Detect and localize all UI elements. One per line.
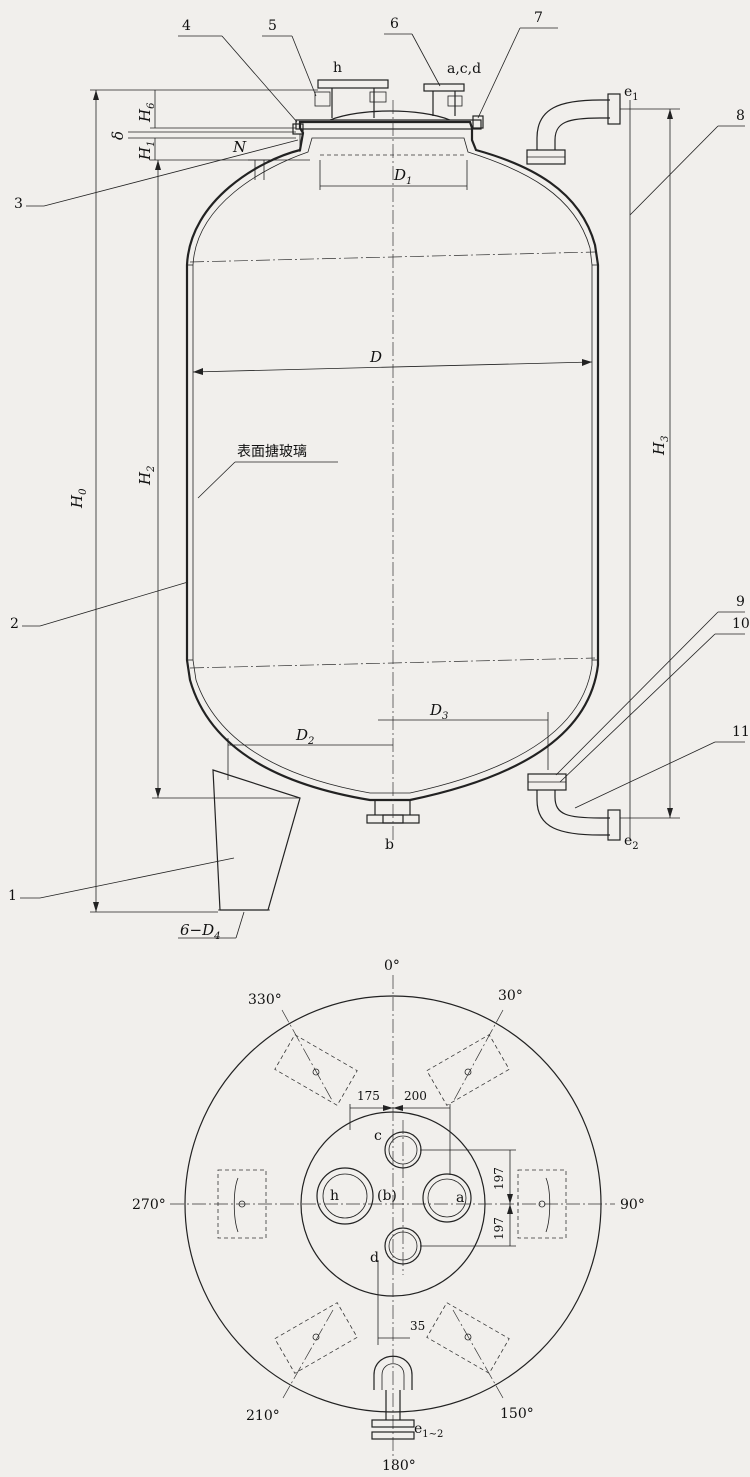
nozzle-label-e2: e — [624, 833, 632, 849]
callout-9: 9 — [736, 594, 745, 610]
angle-150: 150° — [500, 1406, 534, 1422]
plan-dim-200: 200 — [404, 1089, 427, 1103]
plan-label-b: (b) — [377, 1188, 397, 1204]
label-delta: δ — [109, 131, 127, 140]
callout-7: 7 — [534, 10, 543, 26]
label-d4-sub: 4 — [213, 931, 220, 942]
label-d4: 6−D — [180, 921, 214, 939]
support-leg — [212, 769, 301, 911]
jacket-pipe-top — [526, 93, 621, 165]
label-d1: D — [393, 166, 406, 184]
support-lug-330 — [274, 1034, 358, 1106]
svg-text:e2: e2 — [624, 833, 639, 852]
angle-0: 0° — [384, 958, 400, 974]
label-d3-sub: 3 — [442, 711, 448, 722]
jacket-pipe-bottom — [527, 773, 621, 841]
label-h0-sub: 0 — [78, 488, 89, 495]
label-h6-sub: 6 — [146, 102, 157, 109]
support-lug-210 — [274, 1302, 358, 1374]
plan-label-e-sub: 1∼2 — [422, 1429, 443, 1440]
callout-8: 8 — [736, 108, 745, 124]
callout-11: 11 — [732, 724, 750, 740]
label-d1-sub: 1 — [406, 176, 412, 187]
plan-nozzle-h — [316, 1167, 374, 1225]
support-lug-90 — [517, 1169, 567, 1239]
nozzle-h — [314, 79, 389, 118]
plan-label-e: e — [414, 1421, 422, 1437]
svg-text:e1: e1 — [624, 84, 639, 103]
callout-5: 5 — [268, 18, 277, 34]
plan-dim-35: 35 — [410, 1319, 425, 1333]
label-d2: D — [295, 726, 308, 744]
nozzle-label-e2-sub: 2 — [632, 841, 638, 852]
svg-text:D2: D2 — [295, 726, 314, 747]
label-h6: H — [136, 108, 154, 123]
vessel-shell-inner — [192, 137, 593, 794]
label-d2-sub: 2 — [307, 736, 314, 747]
label-h2: H — [136, 471, 154, 486]
plan-dim-197-top: 197 — [492, 1167, 506, 1190]
label-n: N — [232, 138, 247, 156]
nozzle-label-acd: a,c,d — [447, 61, 481, 77]
svg-text:e1∼2: e1∼2 — [414, 1421, 443, 1440]
note-glass-lined: 表面搪玻璃 — [237, 443, 307, 460]
svg-text:D3: D3 — [429, 701, 448, 722]
callout-4: 4 — [182, 18, 191, 34]
svg-text:H1: H1 — [136, 141, 157, 161]
svg-text:D1: D1 — [393, 166, 412, 187]
callout-1: 1 — [8, 888, 17, 904]
nozzle-label-e1: e — [624, 84, 632, 100]
svg-text:H0: H0 — [68, 488, 89, 509]
plan-label-a: a — [456, 1190, 464, 1206]
front-view: D1 D D2 D3 H0 H6 δ — [8, 10, 750, 942]
label-h0: H — [68, 494, 86, 509]
angle-90: 90° — [620, 1197, 645, 1213]
callout-10: 10 — [732, 616, 750, 632]
callout-6: 6 — [390, 16, 399, 32]
support-lug-30 — [426, 1034, 510, 1106]
support-lug-270 — [217, 1169, 267, 1239]
nozzle-acd — [369, 83, 465, 116]
svg-text:6−D4: 6−D4 — [180, 921, 221, 942]
svg-text:H2: H2 — [136, 466, 157, 486]
label-h1-sub: 1 — [146, 141, 157, 147]
callouts: 1 2 3 4 5 6 7 — [8, 10, 750, 904]
nozzle-label-b: b — [385, 837, 394, 853]
nozzle-label-e1-sub: 1 — [632, 92, 638, 103]
label-h3: H — [650, 441, 668, 456]
label-d: D — [369, 348, 382, 366]
angle-180: 180° — [382, 1458, 416, 1474]
label-h2-sub: 2 — [146, 466, 157, 473]
svg-text:H6: H6 — [136, 102, 157, 123]
label-h1: H — [136, 146, 154, 161]
plan-dim-175: 175 — [357, 1089, 380, 1103]
angle-30: 30° — [498, 988, 523, 1004]
angle-270: 270° — [132, 1197, 166, 1213]
plan-pipe-e — [371, 1355, 415, 1440]
plan-dim-197-bottom: 197 — [492, 1217, 506, 1240]
angle-210: 210° — [246, 1408, 280, 1424]
svg-text:H3: H3 — [650, 436, 671, 456]
support-lug-150 — [426, 1302, 510, 1374]
plan-label-h: h — [330, 1188, 339, 1204]
angle-330: 330° — [248, 992, 282, 1008]
plan-nozzle-a — [422, 1173, 472, 1223]
plan-view: 175 200 197 197 35 h a c d (b) e1∼2 0° 3… — [132, 958, 645, 1474]
label-h3-sub: 3 — [660, 436, 671, 442]
label-d3: D — [429, 701, 442, 719]
nozzle-label-h: h — [333, 60, 342, 76]
vessel-shell-outer — [185, 120, 600, 802]
plan-label-d: d — [370, 1250, 379, 1266]
callout-2: 2 — [10, 616, 19, 632]
plan-label-c: c — [374, 1128, 382, 1144]
callout-3: 3 — [14, 196, 23, 212]
